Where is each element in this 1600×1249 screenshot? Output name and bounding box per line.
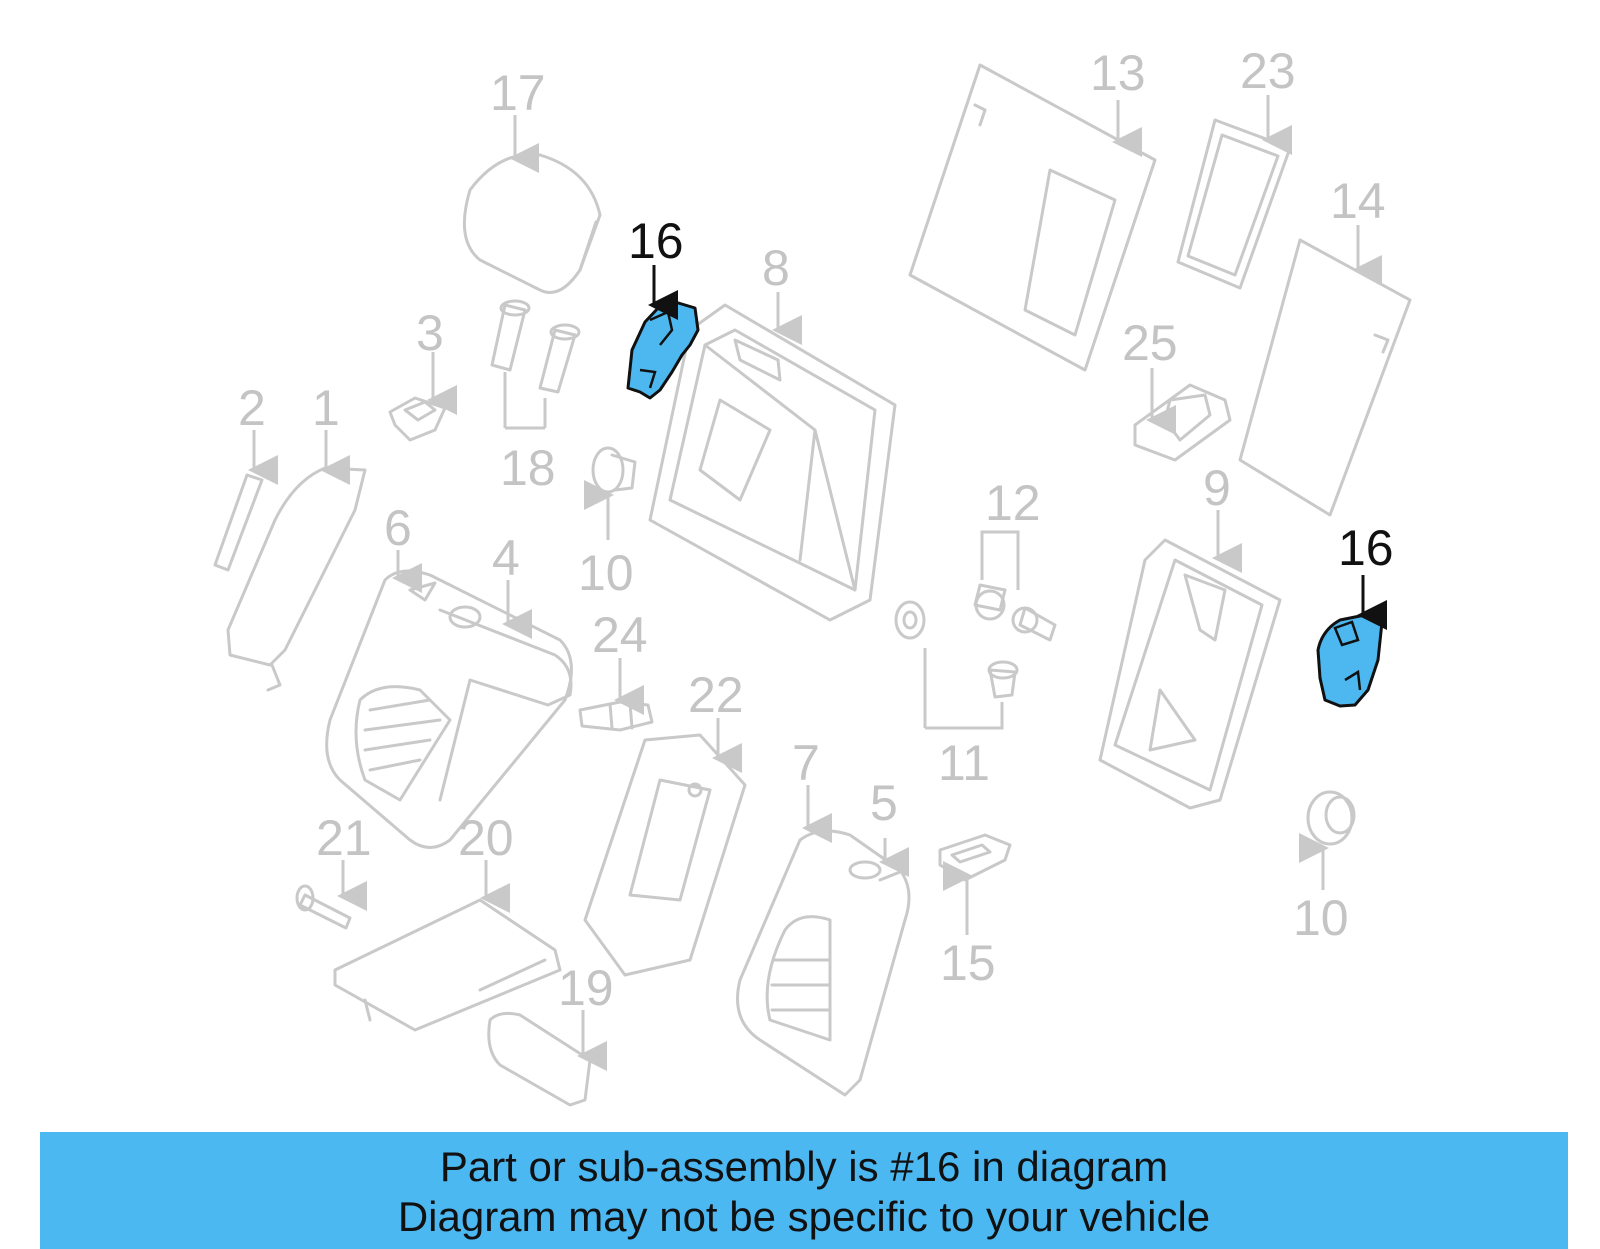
callout-2: 2 [238,380,266,436]
part-2-strip [213,473,264,572]
callout-9: 9 [1203,460,1231,516]
part-7-seat-back [736,829,911,1097]
part-24-latch [578,700,654,732]
part-15-bracket [938,833,1012,882]
callout-8: 8 [762,240,790,296]
banner-line-1: Part or sub-assembly is #16 in diagram [439,1143,1169,1190]
callout-20: 20 [458,810,514,866]
callout-22: 22 [688,667,744,723]
callout-16-left: 16 [628,213,684,269]
part-13-board [908,63,1157,372]
callout-11: 11 [938,735,990,791]
part-20-armrest [333,898,562,1032]
part-23-frame [1176,118,1292,290]
callout-6: 6 [384,500,412,556]
callout-1: 1 [312,380,340,436]
callout-4: 4 [492,530,520,586]
part-8-frame [648,303,897,622]
part-3-clip [388,396,447,442]
part-10-grommet-a [591,446,637,494]
callout-3: 3 [416,305,444,361]
callout-24: 24 [592,607,648,663]
callout-25: 25 [1122,315,1178,371]
callout-labels: 17 3 2 1 18 10 6 4 24 8 22 21 20 19 7 5 … [238,43,1394,1016]
callout-5: 5 [870,775,898,831]
callout-17: 17 [490,65,546,121]
callout-14: 14 [1330,173,1386,229]
callout-7: 7 [792,735,820,791]
part-19-cover [487,1011,592,1107]
callout-16-right: 16 [1338,520,1394,576]
part-25-latch [1133,383,1232,462]
leader-lines [248,95,1387,1071]
callout-10c: 10 [1293,890,1349,946]
callout-12: 12 [985,475,1041,531]
part-18-guides [490,299,581,430]
part-16-highlight-left [626,300,700,400]
part-22-panel [583,733,747,977]
callout-15: 15 [940,935,996,991]
part-1-bolster [226,466,367,692]
callout-13: 13 [1090,45,1146,101]
info-banner: Part or sub-assembly is #16 in diagram D… [40,1132,1568,1249]
part-4-bolster [438,608,573,802]
part-17-headrest [462,152,602,294]
part-14-board [1238,238,1412,517]
callout-10a: 10 [578,545,634,601]
part-11-12-grommets [894,530,1057,730]
part-16-highlight-right [1316,612,1384,708]
callout-19: 19 [558,960,614,1016]
callout-23: 23 [1240,43,1296,99]
part-9-frame [1098,538,1282,810]
banner-line-2: Diagram may not be specific to your vehi… [397,1193,1211,1240]
part-10-grommet-c [1306,790,1356,846]
part-21-bolt [295,884,352,930]
callout-21: 21 [316,810,372,866]
callout-18: 18 [500,440,556,496]
